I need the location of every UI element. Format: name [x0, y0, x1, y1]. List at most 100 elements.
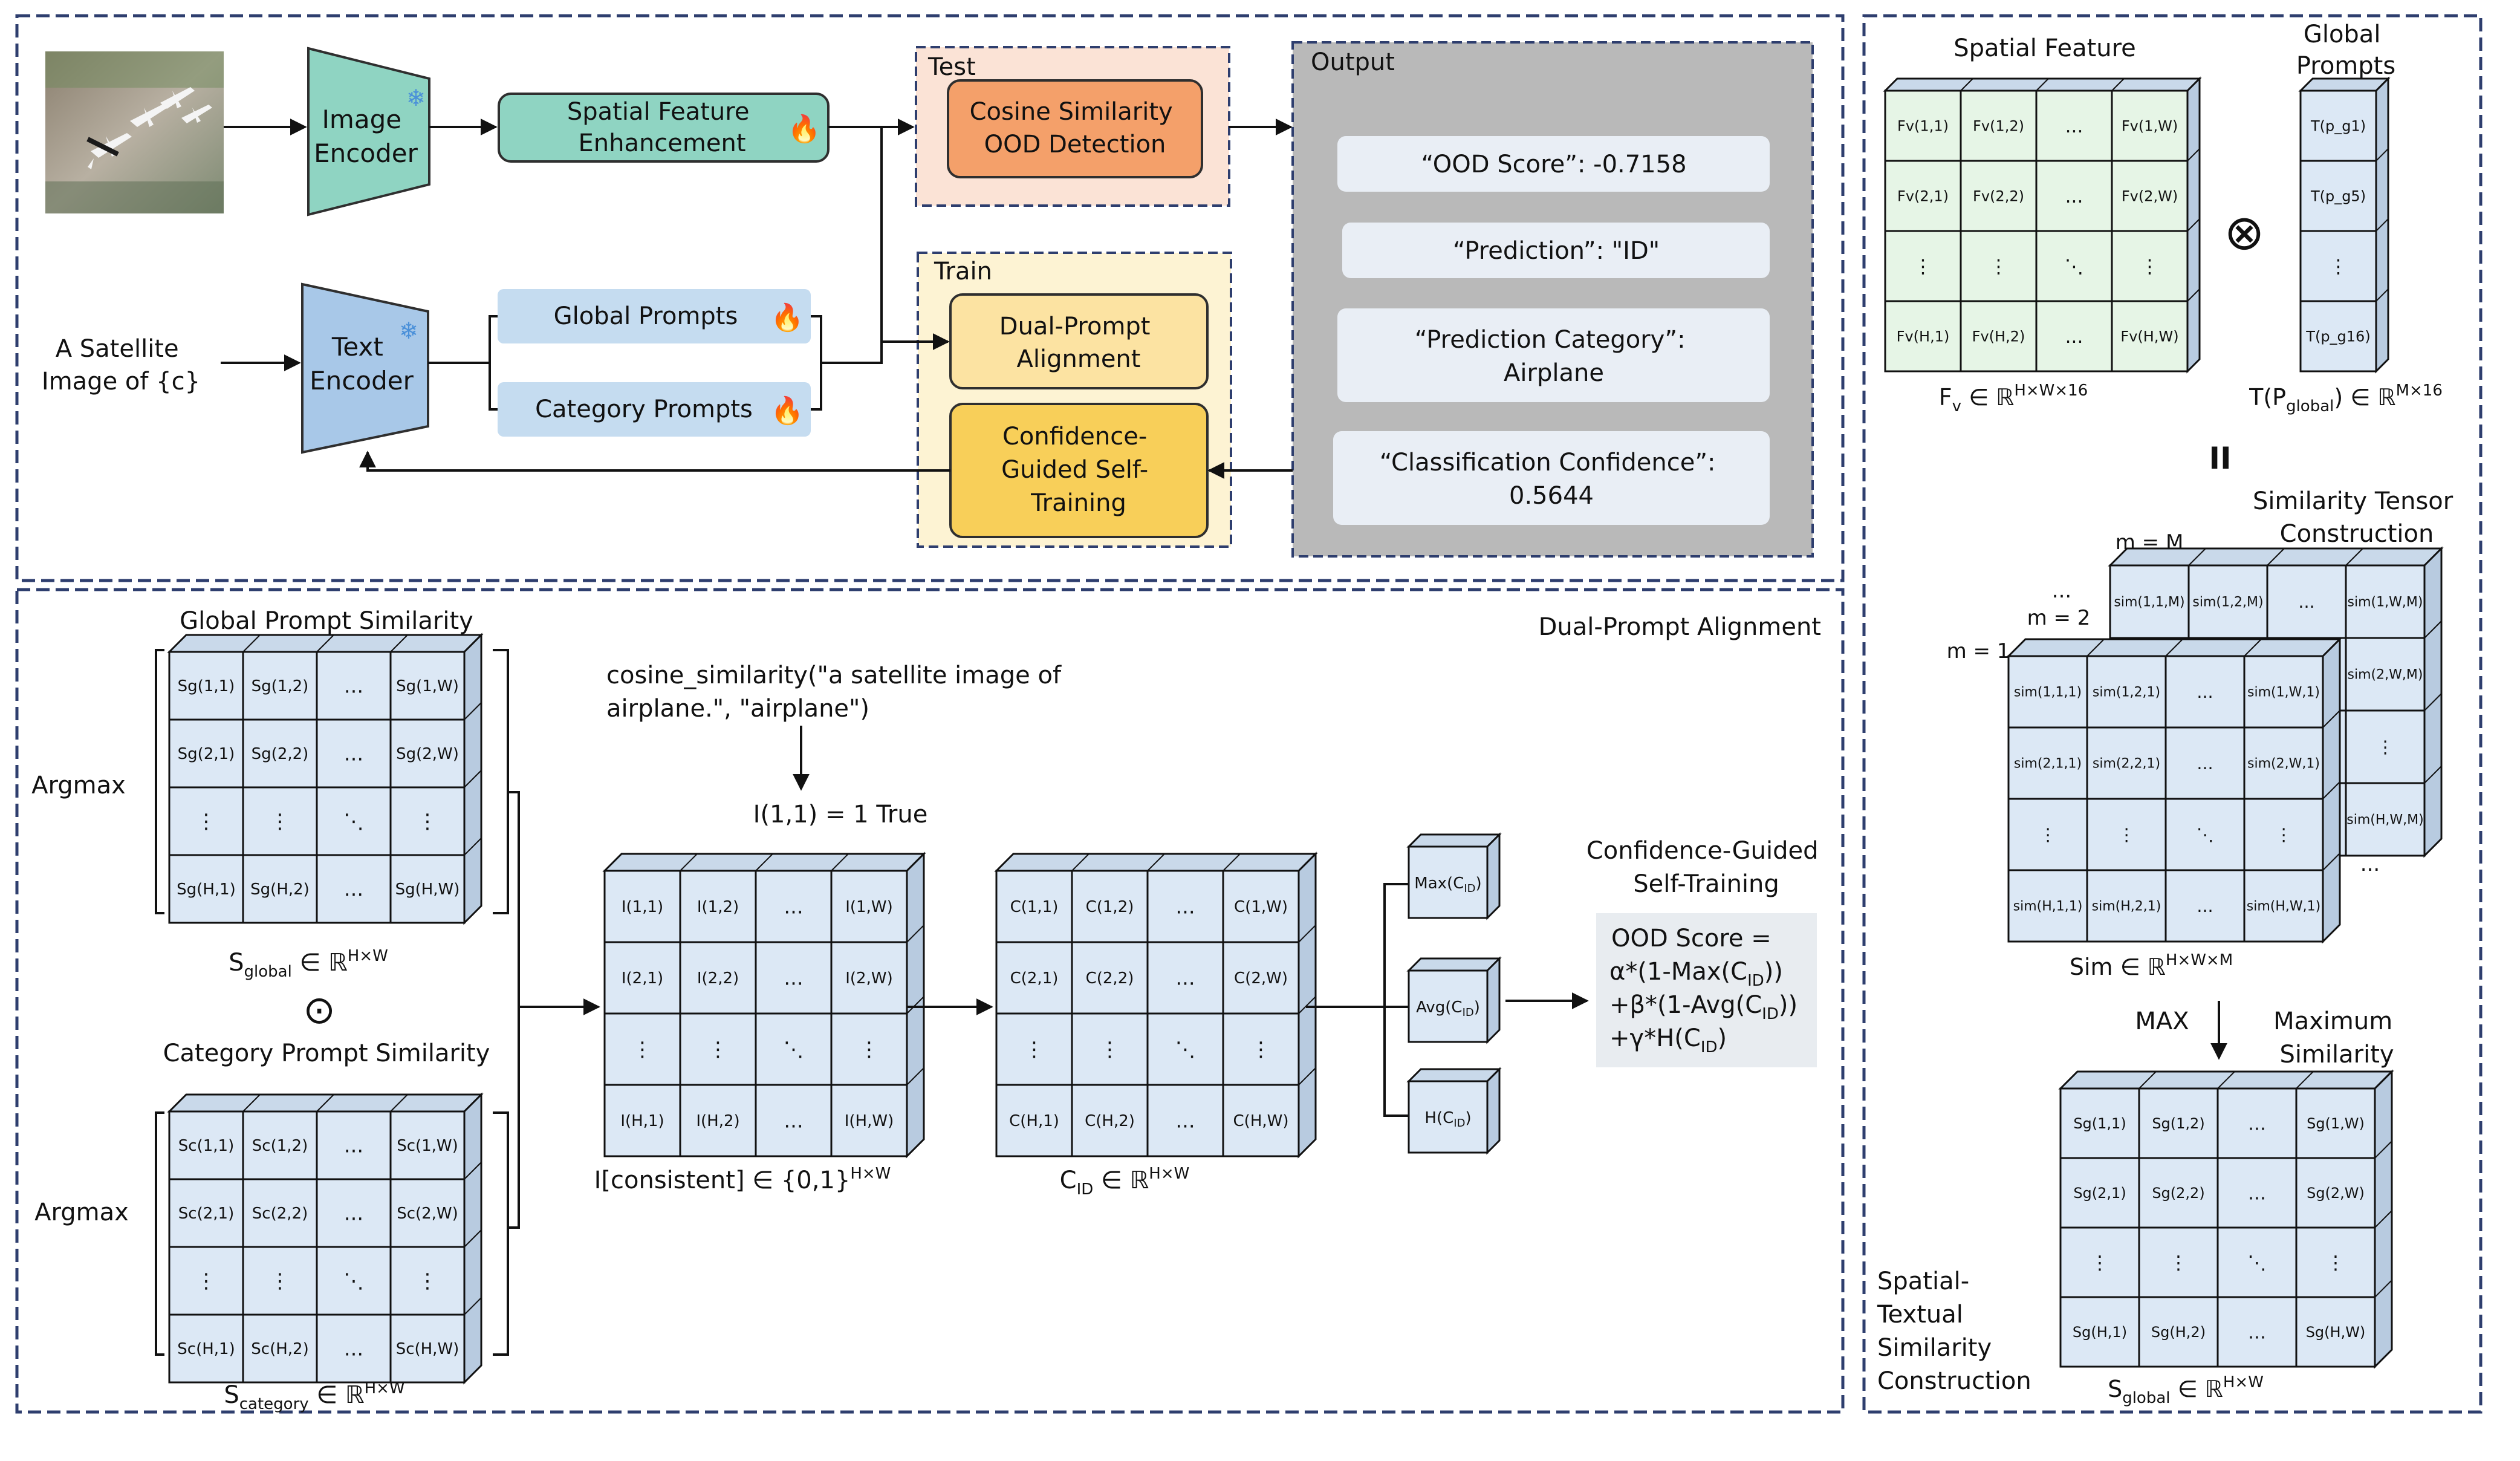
- global-sim-cell-label: Sg(2,1): [178, 745, 235, 763]
- ood-formula-box: [1596, 913, 1817, 1067]
- tp-cell: [2299, 160, 2377, 232]
- global-sim-cell-label: Sg(2,2): [252, 745, 309, 763]
- fv-caption: Fv ∈ ℝH×W×16: [1939, 382, 2088, 415]
- confidence-cell-label: C(1,W): [1234, 898, 1288, 916]
- equals-symbol: II: [2209, 441, 2231, 476]
- global-sim-cell-label: ...: [344, 877, 363, 901]
- tp-cell-label: T(p_g5): [2310, 187, 2366, 204]
- sim-front-cell: [2007, 798, 2088, 871]
- output-item-prediction: [1342, 223, 1770, 278]
- dual-prompt-alignment-box: [949, 293, 1209, 389]
- category-sim-cell-label: Sc(H,1): [177, 1340, 235, 1358]
- fv-cell: [2035, 160, 2113, 232]
- s-global-caption: Sglobal ∈ ℝH×W: [229, 947, 388, 981]
- confidence-cell-label: C(1,1): [1010, 898, 1059, 916]
- confidence-cell: [1071, 870, 1149, 943]
- consistency-cell-label: I(H,2): [696, 1112, 739, 1130]
- sim-back-cell: [2187, 564, 2268, 639]
- fv-cell-label: Fv(1,2): [1973, 117, 2024, 134]
- stat-cube: [1408, 1080, 1489, 1154]
- confidence-cell-label: ⋱: [1175, 1038, 1196, 1061]
- category-sim-cell-label: Sc(1,W): [397, 1137, 458, 1155]
- output-ood-score-text: “OOD Score”: -0.7158: [1421, 151, 1686, 178]
- sim-back-cell: [2109, 564, 2190, 639]
- sg-cell: [2295, 1226, 2376, 1298]
- global-prompt-similarity-title: Global Prompt Similarity: [180, 607, 473, 635]
- consistency-cell-label: ⋮: [859, 1038, 880, 1061]
- output-item-category: [1337, 308, 1770, 402]
- category-sim-cell: [389, 1178, 466, 1248]
- sg-cell-label: ...: [2248, 1321, 2266, 1343]
- fv-cell-label: Fv(H,2): [1972, 328, 2025, 345]
- consistency-cell-label: ⋮: [632, 1038, 653, 1061]
- consistency-cell-label: ...: [784, 966, 803, 990]
- consistency-cell: [679, 1084, 757, 1157]
- spatial-textual-similarity-construction-label: Spatial- Textual Similarity Construction: [1877, 1267, 2031, 1395]
- confidence-grid: C(1,1)C(1,2)...C(1,W)C(2,1)C(2,2)...C(2,…: [994, 851, 1318, 1159]
- stat-cube-label: H(CID): [1424, 1109, 1471, 1130]
- sg-cell-label: ⋮: [2090, 1252, 2109, 1274]
- sg-cell-label: ⋱: [2247, 1252, 2266, 1274]
- confidence-cell: [1222, 1012, 1300, 1086]
- sim-back-cell-label: sim(1,1,M): [2114, 595, 2184, 610]
- sg-cell: [2216, 1226, 2298, 1298]
- sim-front-cell-label: ...: [2197, 753, 2213, 773]
- category-grid-left-bracket: [155, 1111, 164, 1356]
- category-sim-cell: [242, 1246, 318, 1316]
- global-sim-cell: [316, 718, 392, 789]
- confidence-cell-label: C(2,1): [1010, 969, 1059, 988]
- category-sim-cell-label: Sc(1,1): [178, 1137, 234, 1155]
- confidence-guided-self-training-label: Confidence- Guided Self- Training: [1001, 423, 1156, 517]
- category-sim-cell: [168, 1313, 244, 1384]
- sim-back-cell-label: ...: [2298, 591, 2314, 612]
- sim-front-cell: [2243, 655, 2324, 729]
- snowflake-icon: ❄: [399, 317, 418, 344]
- confidence-cell-label: C(1,2): [1086, 898, 1134, 916]
- sim-front-cell-label: sim(2,1,1): [2014, 757, 2082, 772]
- category-prompt-similarity-title: Category Prompt Similarity: [163, 1040, 490, 1067]
- s-category-caption: Scategory ∈ ℝH×W: [224, 1379, 404, 1413]
- sim-front-cell-label: sim(1,W,1): [2247, 685, 2320, 700]
- global-sim-cell-label: ⋱: [343, 810, 364, 833]
- text-encoder-label: Text Encoder: [310, 332, 414, 395]
- flame-icon: 🔥: [771, 395, 804, 426]
- consistency-cell: [830, 1012, 908, 1086]
- category-prompts-label: Category Prompts: [535, 395, 753, 423]
- consistency-cell-label: I(1,W): [845, 898, 892, 916]
- sim-front-cell: [2086, 726, 2167, 800]
- sim-back-cell: [2345, 782, 2426, 857]
- output-category-text: “Prediction Category”: Airplane: [1415, 326, 1694, 387]
- category-sim-cell-label: Sc(2,2): [252, 1205, 308, 1223]
- spatial-feature-title: Spatial Feature: [1953, 34, 2136, 62]
- global-sim-cell-label: ⋮: [417, 810, 438, 833]
- global-prompts-title: Global Prompts: [2296, 21, 2395, 80]
- fv-cell-label: ⋮: [1914, 256, 1932, 278]
- category-sim-cell-label: Sc(H,2): [251, 1340, 308, 1358]
- confidence-cell: [1071, 1012, 1149, 1086]
- category-sim-cell-label: ...: [344, 1337, 363, 1361]
- category-sim-cell-label: Sc(1,2): [252, 1137, 308, 1155]
- category-sim-cell: [168, 1178, 244, 1248]
- output-item-confidence: [1333, 431, 1770, 525]
- global-sim-cell: [168, 854, 244, 924]
- fv-cell: [2111, 160, 2189, 232]
- m-label-2: m = 2: [2027, 606, 2091, 630]
- fv-cell-label: Fv(H,1): [1897, 328, 1950, 345]
- dual-prompt-alignment-label: Dual-Prompt Alignment: [999, 313, 1158, 373]
- global-grid-right-bracket: [493, 649, 509, 914]
- m-label-M: m = M: [2116, 530, 2184, 555]
- confidence-cell: [1146, 870, 1224, 943]
- sg-cell: [2216, 1296, 2298, 1368]
- fv-cell-label: Fv(1,W): [2122, 117, 2178, 134]
- stat-cube-top: [1406, 1068, 1502, 1082]
- fv-cell-label: Fv(2,W): [2122, 187, 2178, 204]
- tensor-product-symbol: ⊗: [2224, 204, 2264, 261]
- tp-cell-label: T(p_g1): [2310, 117, 2366, 134]
- stat-cube-side: [1486, 1067, 1501, 1155]
- sim-back-cell: [2266, 564, 2347, 639]
- cosine-similarity-label: Cosine Similarity OOD Detection: [970, 98, 1181, 158]
- consistency-cell-label: I(1,1): [622, 898, 663, 916]
- sg-cell-label: Sg(1,W): [2307, 1115, 2365, 1132]
- stat-cube-label: Avg(CID): [1416, 998, 1480, 1019]
- sg-cell-label: Sg(H,W): [2306, 1324, 2366, 1341]
